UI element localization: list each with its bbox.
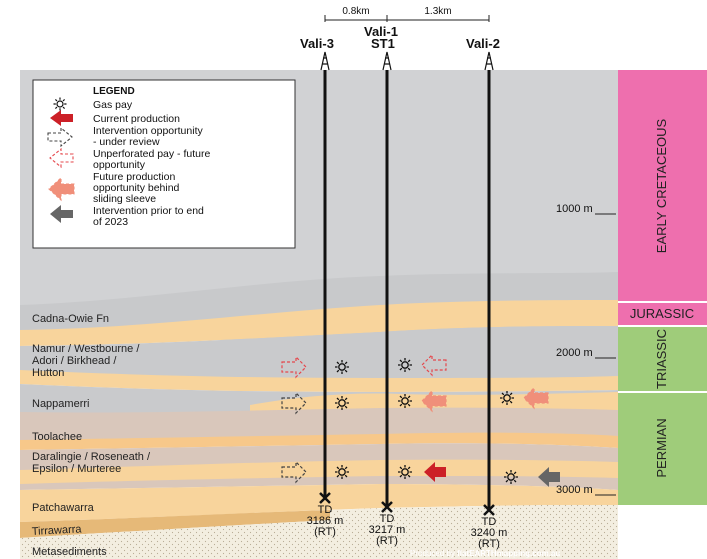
td-vali2-rt: (RT)	[478, 538, 500, 550]
label-metasediments: Metasediments	[32, 546, 107, 558]
sleeve-arrow-icon-vali2-nappamerri	[523, 386, 549, 410]
label-daralingie-line1: Daralingie / Roseneath /	[32, 451, 151, 463]
label-tirrawarra: Tirrawarra	[32, 523, 83, 538]
td-vali3-depth: 3186 m	[307, 515, 344, 527]
legend-future-sleeve-2: opportunity behind	[93, 182, 180, 194]
legend-intervention-review-icon	[47, 126, 73, 148]
era-permian-band	[618, 392, 707, 505]
current-production-arrow-icon-vali1	[424, 462, 446, 482]
prior-2023-arrow-icon-vali2	[538, 467, 560, 487]
distance-left: 0.8km	[342, 6, 369, 17]
era-triassic-band	[618, 326, 707, 392]
era-jurassic-band	[618, 302, 707, 326]
layer-labels: Cadna-Owie Fn Namur / Westbourne / Adori…	[32, 313, 151, 558]
well-name-vali2: Vali-2	[466, 36, 500, 51]
geological-layers	[20, 70, 618, 559]
legend-unperforated-2: opportunity	[93, 159, 146, 171]
td-cross-icon-vali1	[381, 501, 393, 513]
legend-unperforated-icon	[49, 147, 74, 169]
label-toolachee: Toolachee	[32, 431, 82, 443]
era-early-cretaceous: EARLY CRETACEOUS	[654, 118, 669, 253]
label-namur-line1: Namur / Westbourne /	[32, 343, 140, 355]
credit-brand: flatEARTHmapping.com.au	[457, 549, 560, 558]
legend-prior-2023-2: of 2023	[93, 216, 128, 228]
layer-sand-upper	[20, 300, 618, 346]
layer-patchawarra	[20, 484, 618, 522]
depth-1000: 1000 m	[556, 203, 593, 215]
legend: LEGEND Gas pay Current production Interv…	[32, 79, 296, 249]
label-namur-line3: Hutton	[32, 367, 64, 379]
derrick-icon-vali1	[382, 51, 392, 71]
label-patchawarra: Patchawarra	[32, 502, 95, 514]
legend-intervention-review-2: - under review	[93, 136, 160, 148]
gas-pay-icon-vali2-nappamerri	[500, 391, 514, 405]
label-daralingie-line2: Epsilon / Murteree	[32, 463, 121, 475]
layer-toolachee-tan	[20, 407, 618, 440]
sleeve-arrow-icon-vali1-nappamerri	[421, 389, 447, 413]
distance-scale: 0.8km 1.3km	[324, 6, 490, 22]
well-name-vali3: Vali-3	[300, 36, 334, 51]
td-cross-icon-vali2	[483, 504, 495, 516]
gas-pay-icon-vali1-namur	[398, 358, 412, 372]
review-arrow-icon-vali3-nappamerri	[281, 391, 307, 415]
era-triassic: TRIASSIC	[654, 329, 669, 389]
era-early-cretaceous-band	[618, 70, 707, 302]
legend-prior-2023-icon	[50, 205, 73, 223]
unperforated-arrow-icon-vali3-namur	[281, 355, 307, 379]
well-names: Vali-3 Vali-1 ST1 Vali-2	[300, 24, 500, 51]
legend-future-sleeve-icon	[48, 176, 75, 202]
td-vali2-label: TD	[482, 516, 497, 528]
td-vali3-rt: (RT)	[314, 526, 336, 538]
gas-pay-icon-vali3-nappamerri	[335, 396, 349, 410]
derrick-icon-vali3	[320, 51, 330, 71]
td-vali1-depth: 3217 m	[369, 524, 406, 536]
legend-box	[32, 79, 296, 249]
td-vali3-label: TD	[318, 504, 333, 516]
td-vali1-label: TD	[380, 513, 395, 525]
td-vali2-depth: 3240 m	[471, 527, 508, 539]
label-cadna-owie: Cadna-Owie Fn	[32, 313, 109, 325]
distance-right: 1.3km	[424, 6, 451, 17]
era-column: EARLY CRETACEOUS JURASSIC TRIASSIC PERMI…	[618, 70, 707, 559]
gas-pay-icon-vali3-namur	[335, 360, 349, 374]
gas-pay-icon-vali1-nappamerri	[398, 394, 412, 408]
legend-future-sleeve-3: sliding sleeve	[93, 193, 156, 205]
depth-3000: 3000 m	[556, 484, 593, 496]
legend-current-production: Current production	[93, 113, 180, 125]
td-cross-icon-vali3	[319, 492, 331, 504]
label-nappamerri: Nappamerri	[32, 398, 89, 410]
layer-namur	[20, 326, 618, 387]
era-jurassic: JURASSIC	[630, 306, 694, 321]
gas-pay-icon-vali1-daralingie	[398, 465, 412, 479]
credit-text: Produced by flatEARTHmapping.com.au	[410, 549, 560, 558]
pay-symbols	[281, 353, 560, 487]
unperforated-arrow-icon-vali1-namur	[421, 353, 447, 377]
legend-future-sleeve-1: Future production	[93, 171, 175, 183]
layer-namur-sand	[20, 370, 618, 392]
well-name-vali1-line1: Vali-1	[364, 24, 398, 39]
legend-unperforated-1: Unperforated pay - future	[93, 148, 210, 160]
layer-metasediments	[20, 505, 618, 559]
well-bores: TD 3186 m (RT) TD 3217 m (RT) TD 3240 m …	[307, 51, 508, 550]
legend-gas-pay: Gas pay	[93, 99, 133, 111]
legend-gas-pay-icon	[53, 97, 67, 111]
layer-daralingie-sand	[20, 459, 618, 484]
td-vali1-rt: (RT)	[376, 535, 398, 547]
depth-2000: 2000 m	[556, 347, 593, 359]
credit-prefix: Produced by	[410, 549, 457, 558]
gas-pay-icon-vali2-daralingie	[504, 470, 518, 484]
legend-current-production-icon	[50, 110, 73, 126]
layer-tirrawarra	[20, 510, 330, 538]
legend-intervention-review-1: Intervention opportunity	[93, 125, 203, 137]
review-arrow-icon-vali3-daralingie	[281, 460, 307, 484]
legend-prior-2023-1: Intervention prior to end	[93, 205, 204, 217]
legend-title: LEGEND	[93, 86, 135, 97]
derrick-icon-vali2	[484, 51, 494, 71]
depth-markers: 1000 m 2000 m 3000 m	[556, 203, 616, 496]
era-permian: PERMIAN	[654, 418, 669, 477]
label-namur-line2: Adori / Birkhead /	[32, 355, 117, 367]
well-name-vali1-line2: ST1	[371, 36, 395, 51]
gas-pay-icon-vali3-daralingie	[335, 465, 349, 479]
